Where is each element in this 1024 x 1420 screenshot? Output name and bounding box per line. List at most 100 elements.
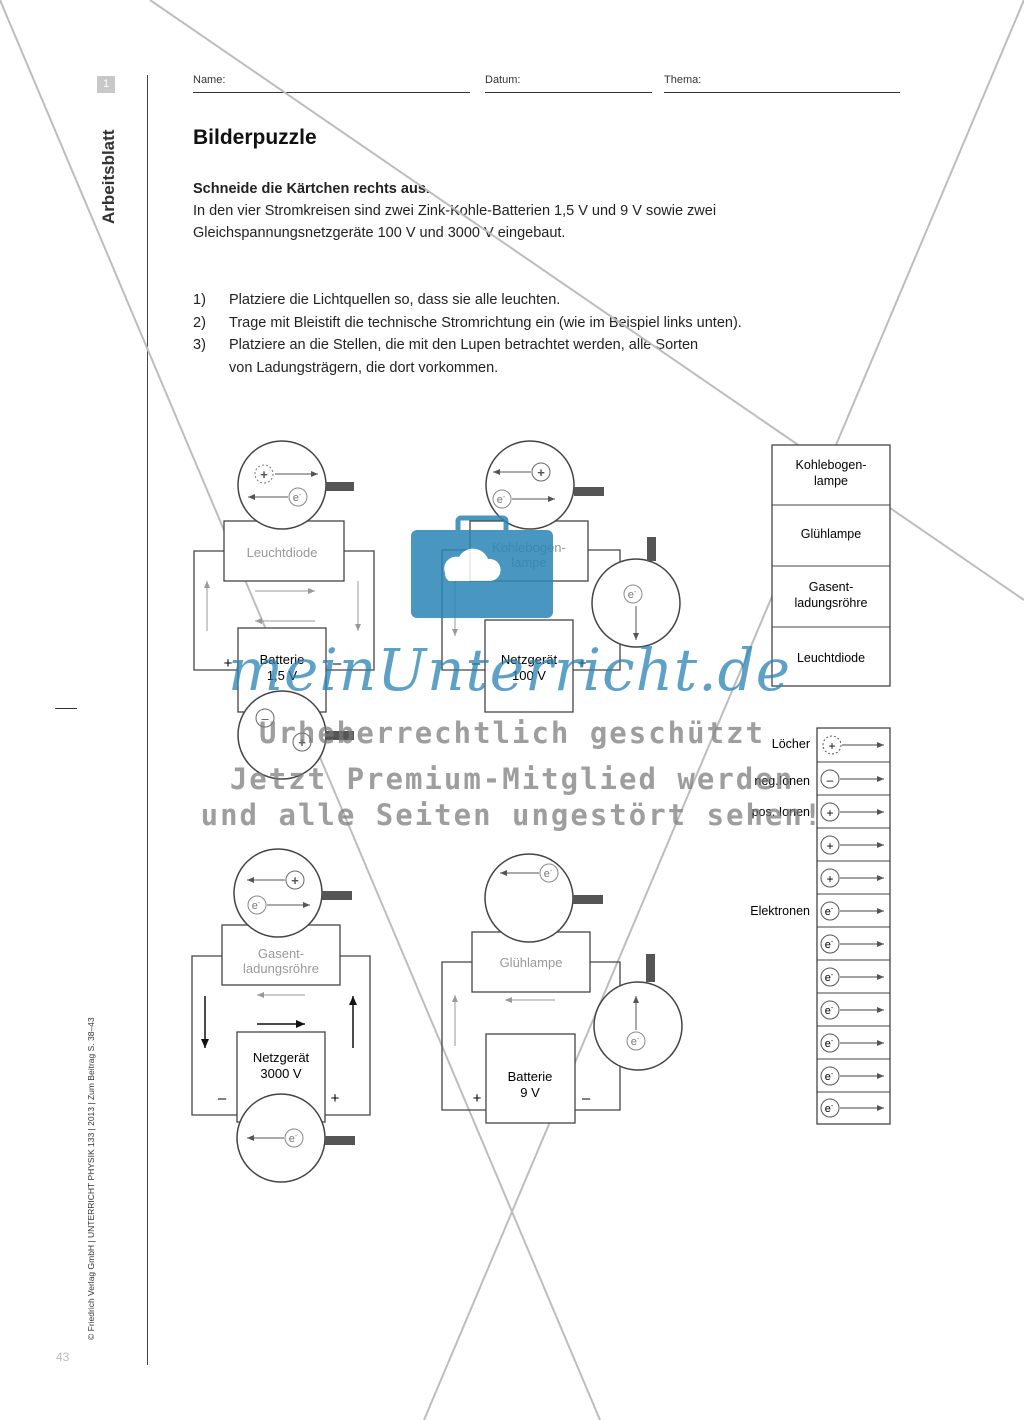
circuit-3: Gasent- ladungsröhre Netzgerät 3000 V – … — [191, 848, 371, 1183]
magnifier-lens — [237, 440, 327, 530]
instructions: Schneide die Kärtchen rechts aus. In den… — [193, 178, 833, 244]
electron-label: e- — [825, 939, 834, 951]
task-number: 1) — [193, 292, 206, 308]
carrier-card-pos-ion[interactable]: + — [820, 835, 884, 855]
electron-label: e- — [825, 906, 834, 918]
watermark-line-3: und alle Seiten ungestört sehen! — [200, 798, 824, 832]
carrier-label-neg-ions: neg.Ionen — [754, 774, 810, 788]
date-field[interactable]: Datum: — [485, 74, 652, 93]
topic-field[interactable]: Thema: — [664, 74, 900, 93]
instruction-line-1: In den vier Stromkreisen sind zwei Zink-… — [193, 203, 717, 219]
electron-label: e- — [497, 494, 506, 506]
task-text: Platziere die Lichtquellen so, dass sie … — [229, 292, 561, 308]
task-text: Platziere an die Stellen, die mit den Lu… — [229, 337, 699, 353]
magnifier-lens — [233, 848, 323, 938]
electron-label: e- — [289, 1133, 298, 1145]
plus-sign: + — [331, 1090, 340, 1107]
electron-symbol — [820, 1033, 840, 1053]
plus-sign: + — [473, 1090, 482, 1107]
carrier-card-neg-ion[interactable]: – — [820, 769, 884, 789]
electron-label: e- — [825, 1103, 834, 1115]
watermark-logo: meinUnterricht.de — [228, 636, 792, 704]
card-label[interactable]: ladungsröhre — [795, 596, 868, 610]
carrier-card-electron[interactable]: e- — [820, 934, 884, 954]
minus-sign: – — [582, 1090, 591, 1107]
magnifier-lens — [485, 440, 575, 530]
task-item: von Ladungsträgern, die dort vorkommen. — [193, 357, 833, 380]
carrier-frame — [816, 727, 891, 1125]
circuit-1: Leuchtdiode Batterie 1,5 V + – + e- – + — [193, 440, 375, 780]
lamp-slot[interactable] — [471, 931, 591, 993]
lamp-cards: Kohlebogen- lampe Glühlampe Gasent- ladu… — [771, 444, 891, 687]
electron-symbol — [820, 967, 840, 987]
neg-ion-symbol — [820, 769, 840, 789]
source-label: Netzgerät — [501, 652, 558, 667]
carrier-card-electron[interactable]: e- — [820, 1066, 884, 1086]
date-label: Datum: — [485, 74, 521, 86]
lamp-label: Gasent- — [258, 946, 304, 961]
wire — [326, 550, 375, 671]
magnifier-lens — [484, 853, 574, 943]
pos-ion-symbol — [531, 462, 551, 482]
card-label[interactable]: Kohlebogen- — [796, 458, 867, 472]
carrier-label-electrons: Elektronen — [750, 904, 810, 918]
plus-sign: + — [826, 872, 833, 886]
carrier-card-hole[interactable]: + — [822, 735, 884, 755]
name-label: Name: — [193, 74, 226, 86]
electron-symbol — [284, 1128, 304, 1148]
lamp-slot[interactable] — [223, 520, 345, 582]
carrier-card-pos-ion[interactable]: + — [820, 868, 884, 888]
plus-sign: + — [826, 806, 833, 820]
pos-ion-symbol — [820, 835, 840, 855]
carrier-card-electron[interactable]: e- — [820, 967, 884, 987]
electron-symbol — [539, 863, 559, 883]
wire — [325, 955, 371, 1116]
plus-sign: + — [224, 655, 233, 672]
electron-label: e- — [825, 1038, 834, 1050]
carrier-card-electron[interactable]: e- — [820, 1000, 884, 1020]
minus-sign: – — [333, 655, 342, 672]
card-label[interactable]: Glühlampe — [801, 527, 861, 541]
carrier-card-electron[interactable]: e- — [820, 1098, 884, 1118]
carrier-card-pos-ion[interactable]: + — [820, 802, 884, 822]
electron-symbol — [820, 1066, 840, 1086]
minus-sign: – — [218, 1090, 227, 1107]
electron-label: e- — [293, 492, 302, 504]
lamp-label: Leuchtdiode — [247, 545, 318, 560]
pos-ion-symbol — [820, 868, 840, 888]
card-label[interactable]: Leuchtdiode — [797, 651, 865, 665]
page-number: 43 — [56, 1350, 70, 1364]
carrier-card-electron[interactable]: e- — [820, 901, 884, 921]
hole-symbol — [822, 735, 842, 755]
circuit-4: Glühlampe Batterie 9 V + – e- e- — [441, 853, 683, 1124]
wire — [193, 550, 238, 671]
plus-sign: + — [260, 467, 268, 482]
name-field[interactable]: Name: — [193, 74, 470, 93]
carrier-cards: Löcher neg.Ionen pos. Ionen Elektronen +… — [750, 727, 891, 1125]
electron-label: e- — [252, 900, 261, 912]
minus-sign: – — [261, 711, 269, 726]
magnifier-handle — [574, 487, 604, 496]
cross-line — [423, 0, 1024, 1420]
carrier-card-electron[interactable]: e- — [820, 1033, 884, 1053]
minus-sign: – — [472, 655, 481, 672]
task-item: 3)Platziere an die Stellen, die mit den … — [193, 334, 833, 357]
magnifier-handle — [326, 731, 354, 740]
watermark-line-2: Jetzt Premium-Mitglied werden — [229, 762, 795, 796]
briefcase-icon — [411, 515, 553, 618]
source-label: Batterie — [260, 652, 305, 667]
card-label[interactable]: Gasent- — [809, 580, 853, 594]
card-label[interactable]: lampe — [814, 474, 848, 488]
electron-symbol — [820, 1000, 840, 1020]
source-label: Netzgerät — [253, 1050, 310, 1065]
task-text: von Ladungsträgern, die dort vorkommen. — [229, 359, 499, 376]
electron-symbol — [623, 584, 643, 604]
magnifier-handle — [573, 895, 603, 904]
lamp-label: Glühlampe — [500, 955, 563, 970]
margin-tick — [55, 708, 77, 709]
electron-label: e- — [825, 1071, 834, 1083]
plus-sign: + — [578, 655, 587, 672]
electron-symbol — [492, 489, 512, 509]
electron-label: e- — [628, 589, 637, 601]
